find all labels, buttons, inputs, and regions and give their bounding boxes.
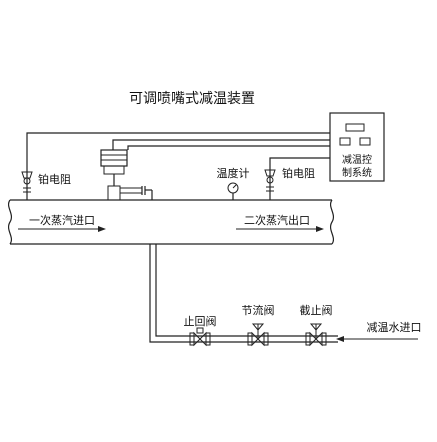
thermometer-gauge — [227, 182, 239, 200]
gauge-label: 温度计 — [217, 166, 250, 180]
steam-flow-arrows — [18, 226, 324, 232]
check-valve — [189, 327, 211, 347]
control-box-label-2: 制系统 — [342, 166, 372, 179]
stop-valve-label: 截止阀 — [300, 303, 333, 317]
stop-valve — [305, 323, 327, 347]
throttle-valve-label: 节流阀 — [242, 303, 275, 317]
steam-inlet-label: 一次蒸汽进口 — [29, 213, 95, 227]
control-display-left — [339, 137, 351, 146]
control-box-label-1: 减温控 — [342, 153, 372, 166]
left-pt-sensor — [21, 170, 33, 200]
nozzle-actuator — [100, 149, 153, 201]
right-pt-sensor — [264, 169, 276, 200]
water-pipe — [149, 244, 418, 343]
signal-wires — [26, 132, 330, 170]
steam-outlet-label: 二次蒸汽出口 — [244, 213, 310, 227]
control-box: 减温控 制系统 — [329, 112, 385, 182]
right-sensor-label: 铂电阻 — [282, 166, 315, 180]
control-display-top — [345, 123, 365, 132]
water-inlet-label: 减温水进口 — [367, 321, 422, 334]
left-sensor-label: 铂电阻 — [38, 172, 71, 186]
throttle-valve — [247, 323, 269, 347]
main-steam-pipe — [7, 199, 335, 245]
control-display-right — [359, 137, 371, 146]
diagram-title: 可调喷嘴式减温装置 — [129, 91, 255, 107]
check-valve-label: 止回阀 — [184, 314, 217, 328]
